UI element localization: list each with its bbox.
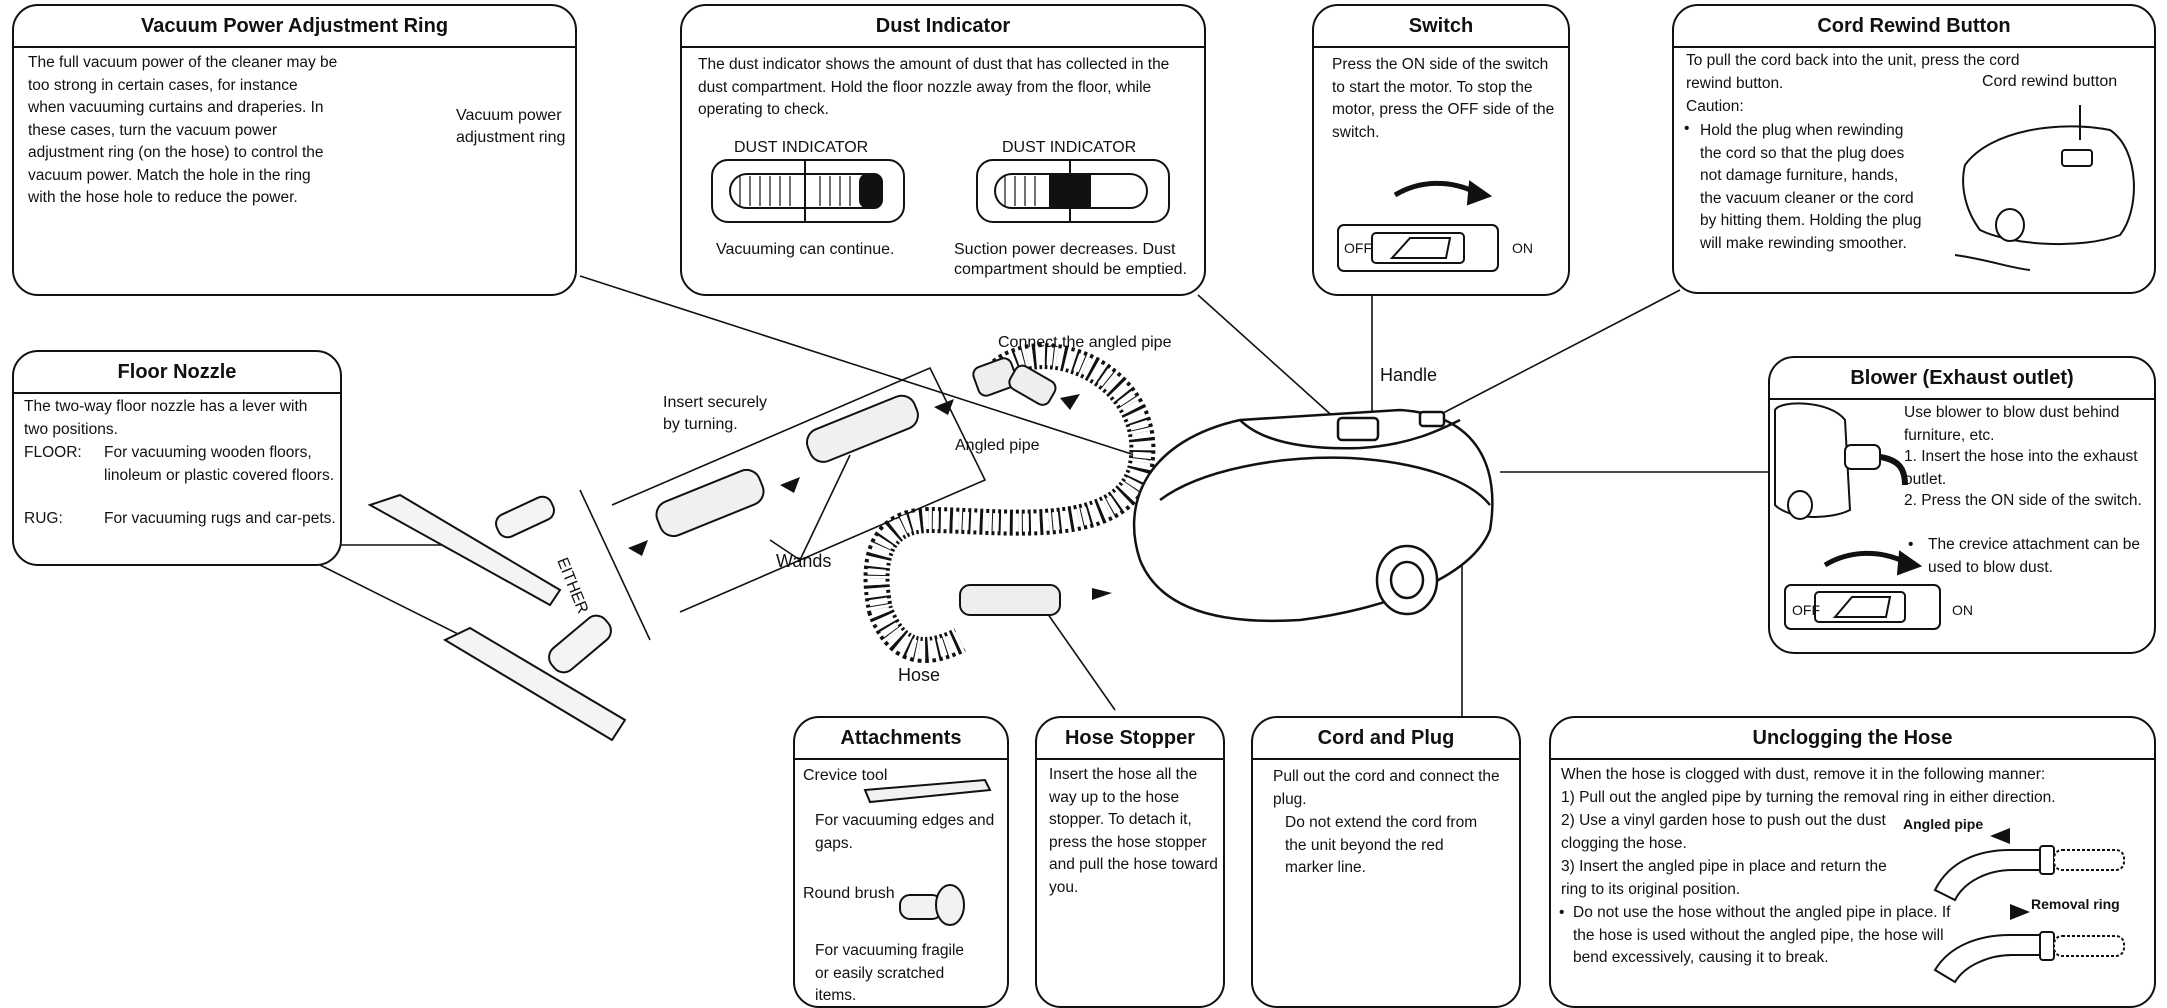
crevice-label: Crevice tool (803, 767, 888, 784)
dust-gauge-label-2: DUST INDICATOR (1002, 139, 1137, 156)
either-bracket (579, 489, 651, 641)
blower-box: Blower (Exhaust outlet) Use blower to bl… (1768, 356, 2156, 654)
blower-step1: 1. Insert the hose into the exhaust outl… (1904, 448, 2138, 488)
floor-nozzle-title: Floor Nozzle (14, 352, 340, 394)
leader-cord-rewind (1419, 289, 1681, 426)
attachments-box: Attachments Crevice tool For vacuuming e… (793, 716, 1009, 1008)
handle-label: Handle (1380, 365, 1438, 385)
unclogging-bullet: Do not use the hose without the angled p… (1573, 904, 1951, 966)
angled-pipe-illustration (959, 357, 1061, 616)
unclog-ring-label: Removal ring (2031, 896, 2120, 912)
floor-text: For vacuuming wooden floors, linoleum or… (104, 444, 335, 484)
cord-rewind-caution: Caution: (1686, 98, 1744, 115)
direction-arrows (628, 394, 1112, 600)
floor-nozzle-box: Floor Nozzle The two-way floor nozzle ha… (12, 350, 342, 566)
dust-indicator-box: Dust Indicator The dust indicator shows … (680, 4, 1206, 296)
hose-stopper-box: Hose Stopper Insert the hose all the way… (1035, 716, 1225, 1008)
cord-plug-title: Cord and Plug (1253, 718, 1519, 760)
by-turning-label: by turning. (663, 416, 738, 433)
leader-hose-stopper (1044, 609, 1116, 711)
dust-caption-1: Vacuuming can continue. (716, 241, 895, 258)
switch-text: Press the ON side of the switch to start… (1332, 56, 1555, 141)
cord-rewind-box: Cord Rewind Button To pull the cord back… (1672, 4, 2156, 294)
cord-rewind-bullet: Hold the plug when rewinding the cord so… (1700, 122, 1922, 252)
unclogging-box: Unclogging the Hose When the hose is clo… (1549, 716, 2156, 1008)
unclogging-bullet-mark: • (1559, 904, 1565, 921)
wands-frame (611, 366, 987, 613)
unclogging-title: Unclogging the Hose (1551, 718, 2154, 760)
crevice-text: For vacuuming edges and gaps. (815, 812, 995, 852)
floor-nozzle-floor: FLOOR: For vacuuming wooden floors, lino… (24, 442, 342, 487)
blower-off-label: OFF (1792, 602, 1820, 618)
cord-plug-box: Cord and Plug Pull out the cord and conn… (1251, 716, 1521, 1008)
vacuum-ring-text: The full vacuum power of the cleaner may… (28, 54, 338, 206)
blower-step2: 2. Press the ON side of the switch. (1904, 492, 2142, 509)
blower-unit-illustration (1774, 402, 1908, 520)
blower-switch-illustration (1784, 550, 1941, 630)
dust-indicator-text: The dust indicator shows the amount of d… (698, 56, 1170, 118)
unclog-angled-label: Angled pipe (1903, 816, 1984, 832)
switch-title: Switch (1314, 6, 1568, 48)
unclogging-step2: 2) Use a vinyl garden hose to push out t… (1561, 812, 1886, 852)
hose-stopper-text: Insert the hose all the way up to the ho… (1049, 766, 1218, 896)
switch-on-label: ON (1512, 240, 1533, 256)
cord-plug-line1: Pull out the cord and connect the plug. (1273, 768, 1500, 808)
brush-text: For vacuuming fragile or easily scratche… (815, 942, 965, 1004)
unclogging-step1: 1) Pull out the angled pipe by turning t… (1561, 789, 2056, 806)
vacuum-body-illustration (1132, 408, 1494, 623)
vacuum-ring-box: Vacuum Power Adjustment Ring The full va… (12, 4, 577, 296)
blower-on-label: ON (1952, 602, 1973, 618)
vacuum-ring-callout-1: Vacuum power (456, 107, 562, 124)
unclogging-illustration (1933, 845, 2125, 984)
dust-caption-2b: compartment should be emptied. (954, 261, 1188, 278)
switch-illustration (1337, 180, 1499, 272)
angled-pipe-label: Angled pipe (955, 437, 1040, 454)
connect-angled-pipe-label: Connect the angled pipe (998, 334, 1172, 351)
cord-plug-line2: Do not extend the cord from the unit bey… (1285, 814, 1478, 876)
leader-nozzle-2 (309, 559, 471, 641)
cord-rewind-illustration (1954, 105, 2135, 271)
floor-nozzle-rug: RUG: For vacuuming rugs and car-pets. (24, 508, 342, 531)
hose-label: Hose (898, 665, 941, 685)
insert-securely-label: Insert securely (663, 394, 768, 411)
switch-box: Switch Press the ON side of the switch t… (1312, 4, 1570, 296)
cord-rewind-intro: To pull the cord back into the unit, pre… (1686, 52, 2020, 92)
dust-gauge-illustration (711, 159, 1170, 223)
vacuum-ring-callout-2: adjustment ring (456, 129, 566, 146)
floor-key: FLOOR: (24, 444, 82, 461)
rug-text: For vacuuming rugs and car-pets. (104, 510, 336, 527)
cord-rewind-bullet-mark: • (1684, 120, 1690, 137)
dust-gauge-label-1: DUST INDICATOR (734, 139, 869, 156)
unclogging-step3: 3) Insert the angled pipe in place and r… (1561, 858, 1887, 898)
blower-note-mark: • (1908, 536, 1914, 553)
leader-vacuum-ring (579, 275, 1151, 461)
rug-key: RUG: (24, 510, 63, 527)
attachments-title: Attachments (795, 718, 1007, 760)
dust-indicator-title: Dust Indicator (682, 6, 1204, 48)
blower-title: Blower (Exhaust outlet) (1770, 358, 2154, 400)
dust-caption-2a: Suction power decreases. Dust (954, 241, 1176, 258)
blower-note: The crevice attachment can be used to bl… (1928, 536, 2140, 576)
wand-illustration (655, 394, 919, 538)
vacuum-ring-title: Vacuum Power Adjustment Ring (14, 6, 575, 48)
floor-nozzle-illustration (367, 493, 627, 742)
cord-rewind-title: Cord Rewind Button (1674, 6, 2154, 48)
wands-label: Wands (776, 551, 832, 571)
floor-nozzle-intro: The two-way floor nozzle has a lever wit… (24, 398, 308, 438)
blower-intro: Use blower to blow dust behind furniture… (1904, 404, 2120, 444)
cord-rewind-callout: Cord rewind button (1982, 73, 2118, 90)
brush-label: Round brush (803, 885, 895, 902)
hose-stopper-title: Hose Stopper (1037, 718, 1223, 760)
leader-dust-indicator (1197, 294, 1349, 431)
switch-off-label: OFF (1344, 240, 1372, 256)
unclogging-intro: When the hose is clogged with dust, remo… (1561, 766, 2046, 783)
attachments-illustration (863, 778, 992, 926)
